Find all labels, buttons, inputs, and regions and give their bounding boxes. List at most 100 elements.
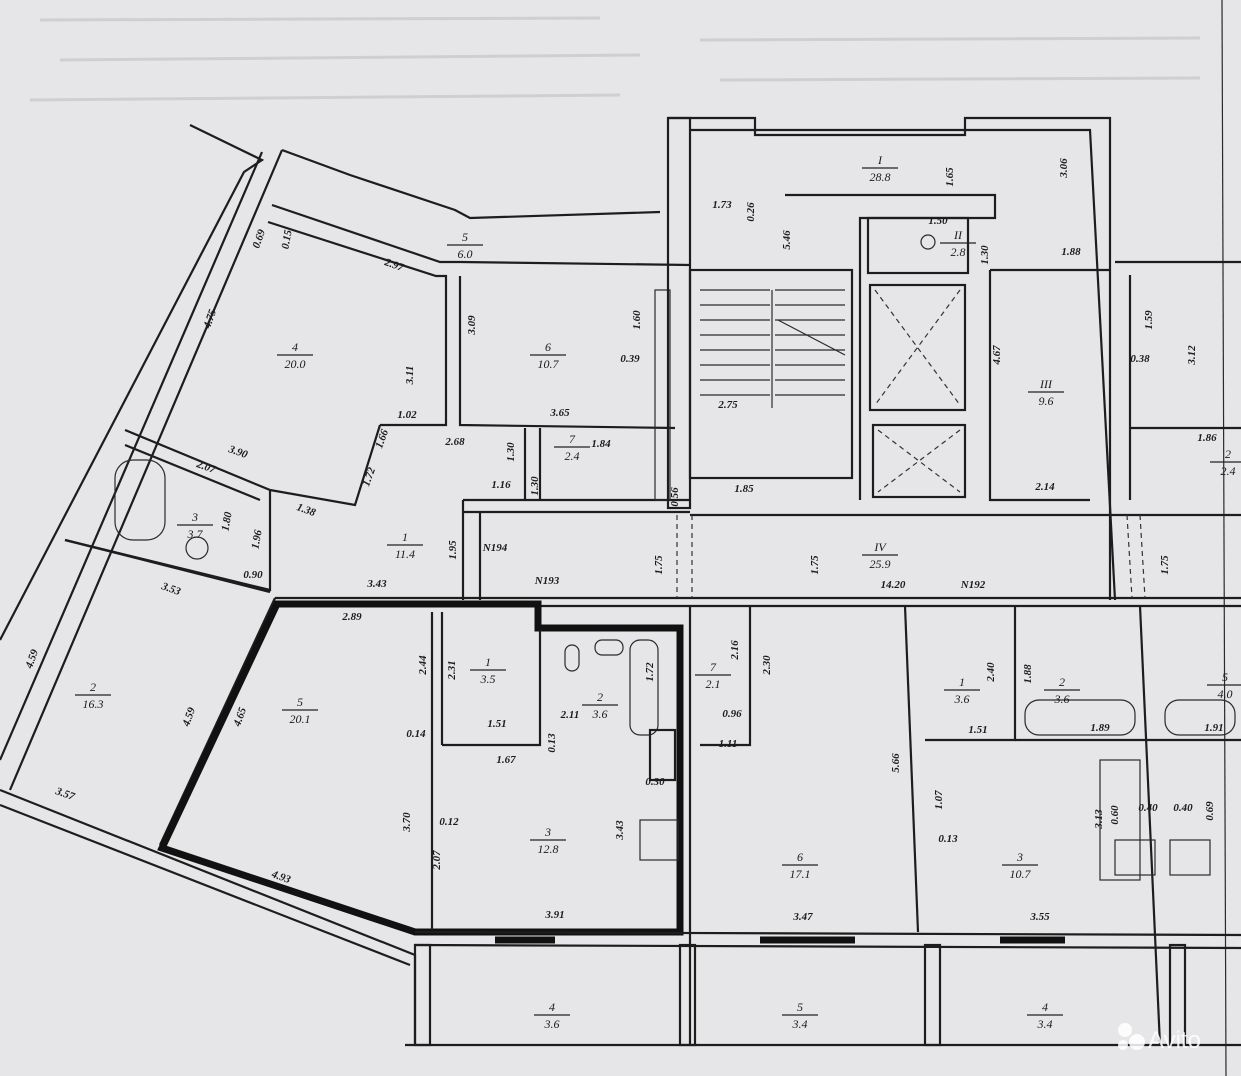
dimension-label: 1.11	[719, 738, 738, 750]
room-label: I28.8	[862, 153, 898, 184]
dimension-label: 2.97	[382, 256, 406, 274]
room-area: 10.7	[538, 357, 560, 371]
dimension-label: 2.44	[417, 655, 429, 676]
room-label: II 2.8	[940, 228, 976, 259]
room-area: 17.1	[790, 867, 811, 881]
dimension-label: 0.90	[243, 569, 263, 581]
room-number: 1	[402, 530, 408, 544]
room-number: 5	[297, 695, 303, 709]
room-number: 3	[191, 510, 198, 524]
dimension-label: 2.89	[341, 611, 362, 623]
dimension-label: 1.84	[591, 438, 611, 450]
dimension-label: 1.66	[373, 427, 391, 450]
room-number: III	[1039, 377, 1053, 391]
room-label: 43.6	[534, 1000, 570, 1031]
dimension-label: 2.40	[985, 662, 997, 683]
room-area: 3.7	[187, 527, 204, 541]
room-label: 520.1	[282, 695, 318, 726]
room-area: 2.4	[1221, 464, 1236, 478]
room-area: 3.6	[544, 1017, 560, 1031]
dimension-label: 0.15	[279, 228, 294, 250]
room-number: 4	[549, 1000, 555, 1014]
dimension-label: 1.30	[529, 476, 541, 496]
dimension-label: 1.73	[712, 199, 732, 211]
dimension-label: 0.56	[669, 487, 681, 507]
room-area: 25.9	[870, 557, 891, 571]
dimension-label: 1.86	[1197, 432, 1217, 444]
dimension-label: 1.51	[487, 718, 506, 730]
dimension-label: 1.88	[1061, 246, 1081, 258]
dimension-label: 1.50	[928, 215, 948, 227]
room-area: 9.6	[1039, 394, 1054, 408]
dimension-label: 2.14	[1034, 481, 1055, 493]
room-number: 1	[485, 655, 491, 669]
dimension-label: 1.02	[397, 409, 417, 421]
dimension-label: 3.47	[792, 911, 813, 923]
dimension-label: 1.72	[644, 662, 656, 682]
room-area: 3.4	[792, 1017, 808, 1031]
dimension-label: 1.75	[809, 555, 821, 575]
dimension-label: 1.85	[734, 483, 754, 495]
room-area: 3.6	[954, 692, 970, 706]
room-label: 22.4	[1210, 447, 1241, 478]
elevation-marker: N192	[960, 579, 986, 591]
dimension-label: 0.69	[1204, 801, 1216, 821]
dimension-label: 4.59	[180, 705, 198, 729]
room-number: 6	[797, 850, 803, 864]
room-number: II	[953, 228, 963, 242]
room-area: 2.8	[951, 245, 966, 259]
room-area: 12.8	[538, 842, 559, 856]
room-label: 54.0	[1207, 670, 1241, 701]
room-area: 4.0	[1218, 687, 1233, 701]
dimension-label: 2.16	[729, 640, 741, 661]
room-area: 3.4	[1037, 1017, 1053, 1031]
room-number: 7	[710, 660, 717, 674]
room-number: 3	[1016, 850, 1023, 864]
room-number: 4	[1042, 1000, 1048, 1014]
room-number: IV	[873, 540, 887, 554]
dimension-label: 1.75	[653, 555, 665, 575]
dimension-label: 3.11	[404, 366, 416, 386]
room-number: 7	[569, 432, 576, 446]
dimension-label: 0.13	[938, 833, 958, 845]
room-label: IV 25.9	[862, 540, 898, 571]
room-number: 2	[597, 690, 603, 704]
room-number: 5	[1222, 670, 1228, 684]
dimension-label: 1.80	[219, 510, 234, 532]
watermark-text: Avito	[1148, 1027, 1201, 1054]
room-label: III 9.6	[1028, 377, 1064, 408]
room-area: 20.1	[290, 712, 311, 726]
dimension-label: 1.30	[979, 245, 991, 265]
room-label: 310.7	[1002, 850, 1038, 881]
room-area: 11.4	[395, 547, 415, 561]
dimension-label: 1.72	[360, 465, 378, 488]
dimension-label: 3.57	[53, 785, 77, 803]
dimension-label: 3.70	[401, 812, 413, 833]
room-area: 2.4	[565, 449, 580, 463]
dimension-label: 1.59	[1143, 310, 1155, 330]
dimension-label: 1.67	[496, 754, 516, 766]
room-label: 610.7	[530, 340, 566, 371]
dimension-label: 1.07	[933, 790, 945, 810]
dimension-label: 0.40	[1173, 802, 1193, 814]
dimension-label: 0.60	[1109, 805, 1121, 825]
room-area: 16.3	[83, 697, 104, 711]
background-bleed-text	[29, 16, 1201, 102]
dimension-label: 4.65	[231, 705, 249, 729]
dimension-label: 0.30	[645, 776, 665, 788]
room-label: 13.6	[944, 675, 980, 706]
dimension-label: 5.46	[781, 230, 793, 250]
dimension-label: 3.91	[544, 909, 564, 921]
dimension-label: 2.75	[717, 399, 738, 411]
room-area: 10.7	[1010, 867, 1032, 881]
room-area: 6.0	[458, 247, 473, 261]
dimension-label: 0.69	[250, 227, 268, 250]
elevation-marker: N193	[534, 575, 560, 587]
dimension-label: 0.26	[745, 202, 757, 222]
dimension-label: 3.13	[1093, 809, 1105, 830]
dimension-label: 1.16	[491, 479, 511, 491]
dimension-label: 1.89	[1090, 722, 1110, 734]
dimension-label: 14.20	[881, 579, 906, 591]
room-label: 53.4	[782, 1000, 818, 1031]
